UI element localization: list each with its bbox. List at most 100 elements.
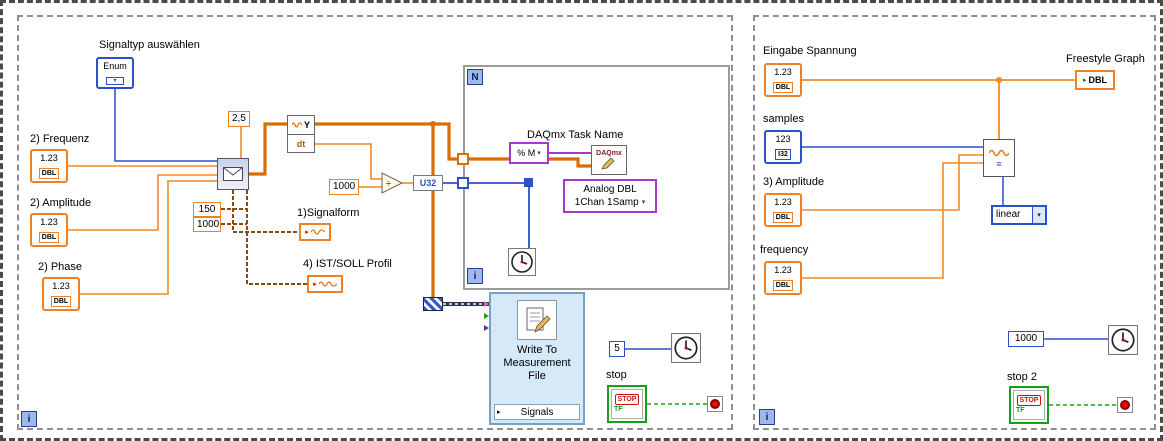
amplitude-label: 2) Amplitude [30, 197, 92, 209]
amplitude-3-label: 3) Amplitude [763, 176, 825, 188]
signals-row-label: Signals [520, 406, 554, 418]
convert-to-dynamic-data-node[interactable] [423, 297, 443, 311]
signals-input-row[interactable]: ▸ Signals [494, 404, 580, 420]
row-arrow-icon: ▸ [497, 409, 501, 416]
get-waveform-components-node[interactable]: Y dt [287, 115, 315, 153]
samples-control-terminal[interactable]: 123 I32 [764, 130, 802, 164]
while-loop-left[interactable] [17, 15, 733, 430]
for-loop-iteration-terminal[interactable]: i [467, 268, 483, 284]
numeric-constant-150[interactable]: 150 [193, 202, 221, 217]
terminal-type-badge: DBL [50, 296, 72, 307]
numeric-constant-5[interactable]: 5 [609, 341, 625, 357]
wait-ms-node-2[interactable] [671, 333, 701, 368]
y-output-row: Y [288, 116, 314, 134]
wait-ms-node-3[interactable] [1108, 325, 1138, 360]
stop-button-text: STOP [1016, 395, 1042, 406]
envelope-icon [223, 167, 243, 181]
eingabe-spannung-label: Eingabe Spannung [763, 45, 857, 57]
boolean-type-badge: TF [614, 406, 623, 413]
terminal-type-badge: DBL [38, 232, 60, 243]
clock-icon [1108, 325, 1138, 355]
waveform-generator-node[interactable]: ≡ [983, 139, 1015, 177]
istsoll-indicator-terminal[interactable]: ▸ [307, 275, 343, 293]
waveform-icon [318, 281, 337, 287]
loop-condition-terminal[interactable] [707, 396, 723, 412]
amplitude-control-terminal[interactable]: 1.23 DBL [30, 213, 68, 247]
daq-task-label: DAQmx Task Name [527, 129, 624, 141]
frequenz-label: 2) Frequenz [30, 133, 90, 145]
signalform-indicator-terminal[interactable]: ▸ [299, 223, 331, 241]
sine-icon [291, 122, 302, 128]
numeric-constant-1000-cluster[interactable]: 1000 [193, 217, 221, 232]
stop-button-text: STOP [614, 394, 640, 405]
selector-line1: Analog DBL [583, 184, 637, 195]
table-lines-icon: ≡ [996, 159, 1002, 169]
write-to-measurement-file-express-vi[interactable]: Write To Measurement File ▸ Signals [489, 292, 585, 425]
dropdown-icon: ▾ [537, 150, 541, 157]
loop-condition-terminal-2[interactable] [1117, 397, 1133, 413]
stop-button-face: STOP TF [611, 389, 643, 419]
boolean-type-badge: TF [1016, 407, 1025, 414]
daq-task-constant-text: % M [517, 148, 536, 158]
istsoll-label: 4) IST/SOLL Profil [303, 258, 392, 270]
eingabe-spannung-control-terminal[interactable]: 1.23 DBL [764, 63, 802, 97]
linear-combo-box[interactable]: linear ▾ [991, 205, 1047, 225]
express-input-arrow [484, 313, 489, 319]
write-file-line1: Write To [517, 344, 557, 356]
divide-node[interactable]: ÷ [380, 171, 404, 200]
terminal-value: 1.23 [40, 153, 58, 163]
while-loop-iteration-terminal-2[interactable]: i [759, 409, 775, 425]
stop-2-label: stop 2 [1007, 371, 1037, 383]
selector-line2: 1Chan 1Samp [574, 197, 639, 208]
wire-junction-square [524, 178, 533, 187]
terminal-value: 1.23 [52, 281, 70, 291]
loop-tunnel-u32[interactable] [457, 177, 469, 189]
dropdown-icon: ▾ [1032, 207, 1045, 223]
stop-2-button-terminal[interactable]: STOP TF [1009, 386, 1049, 424]
signaltyp-label: Signaltyp auswählen [99, 39, 200, 51]
waveform-icon [310, 229, 325, 235]
clock-icon [508, 248, 536, 276]
amplitude-3-control-terminal[interactable]: 1.23 DBL [764, 193, 802, 227]
page-pencil-icon [526, 307, 551, 333]
clock-icon [671, 333, 701, 363]
terminal-type-badge: DBL [1088, 75, 1108, 85]
daqmx-node-title: DAQmx [596, 150, 622, 157]
stop-button-terminal[interactable]: STOP TF [607, 385, 647, 423]
while-loop-right[interactable] [753, 15, 1156, 430]
numeric-constant-1000[interactable]: 1000 [1008, 331, 1044, 347]
freestyle-graph-indicator-terminal[interactable]: ▸ DBL [1075, 70, 1115, 90]
daq-task-name-constant[interactable]: % M ▾ [509, 142, 549, 164]
combo-value: linear [996, 209, 1021, 220]
for-loop-count-terminal[interactable]: N [467, 69, 483, 85]
phase-control-terminal[interactable]: 1.23 DBL [42, 277, 80, 311]
stop-sign-icon [1120, 400, 1130, 410]
enum-dropdown-icon: ▾ [106, 77, 124, 85]
numeric-constant-2-5[interactable]: 2,5 [228, 111, 250, 127]
terminal-value: 123 [775, 134, 791, 144]
stop-button-face: STOP TF [1013, 390, 1045, 420]
numeric-constant-1000-div[interactable]: 1000 [329, 179, 359, 195]
pencil-icon [601, 158, 615, 170]
daqmx-polymorphic-selector[interactable]: Analog DBL 1Chan 1Samp ▾ [563, 179, 657, 213]
loop-tunnel-waveform[interactable] [457, 153, 469, 165]
terminal-type-badge: DBL [772, 280, 794, 291]
svg-text:÷: ÷ [386, 179, 391, 189]
terminal-type-badge: DBL [772, 82, 794, 93]
enum-terminal-text: Enum [103, 61, 127, 71]
indicator-arrow-icon: ▸ [305, 228, 309, 236]
signal-generator-subvi[interactable] [217, 158, 249, 190]
daqmx-write-node[interactable]: DAQmx [591, 145, 627, 175]
enum-control-terminal[interactable]: Enum ▾ [96, 57, 134, 89]
frequency-control-terminal[interactable]: 1.23 DBL [764, 261, 802, 295]
for-loop[interactable] [463, 65, 730, 290]
stop-sign-icon [710, 399, 720, 409]
while-loop-iteration-terminal[interactable]: i [21, 411, 37, 427]
to-u32-conversion-node[interactable]: U32 [413, 175, 443, 191]
dt-label: dt [296, 138, 306, 149]
freestyle-graph-label: Freestyle Graph [1066, 53, 1145, 65]
frequenz-control-terminal[interactable]: 1.23 DBL [30, 149, 68, 183]
indicator-arrow-icon: ▸ [1082, 77, 1087, 84]
wait-ms-node[interactable] [508, 248, 536, 281]
